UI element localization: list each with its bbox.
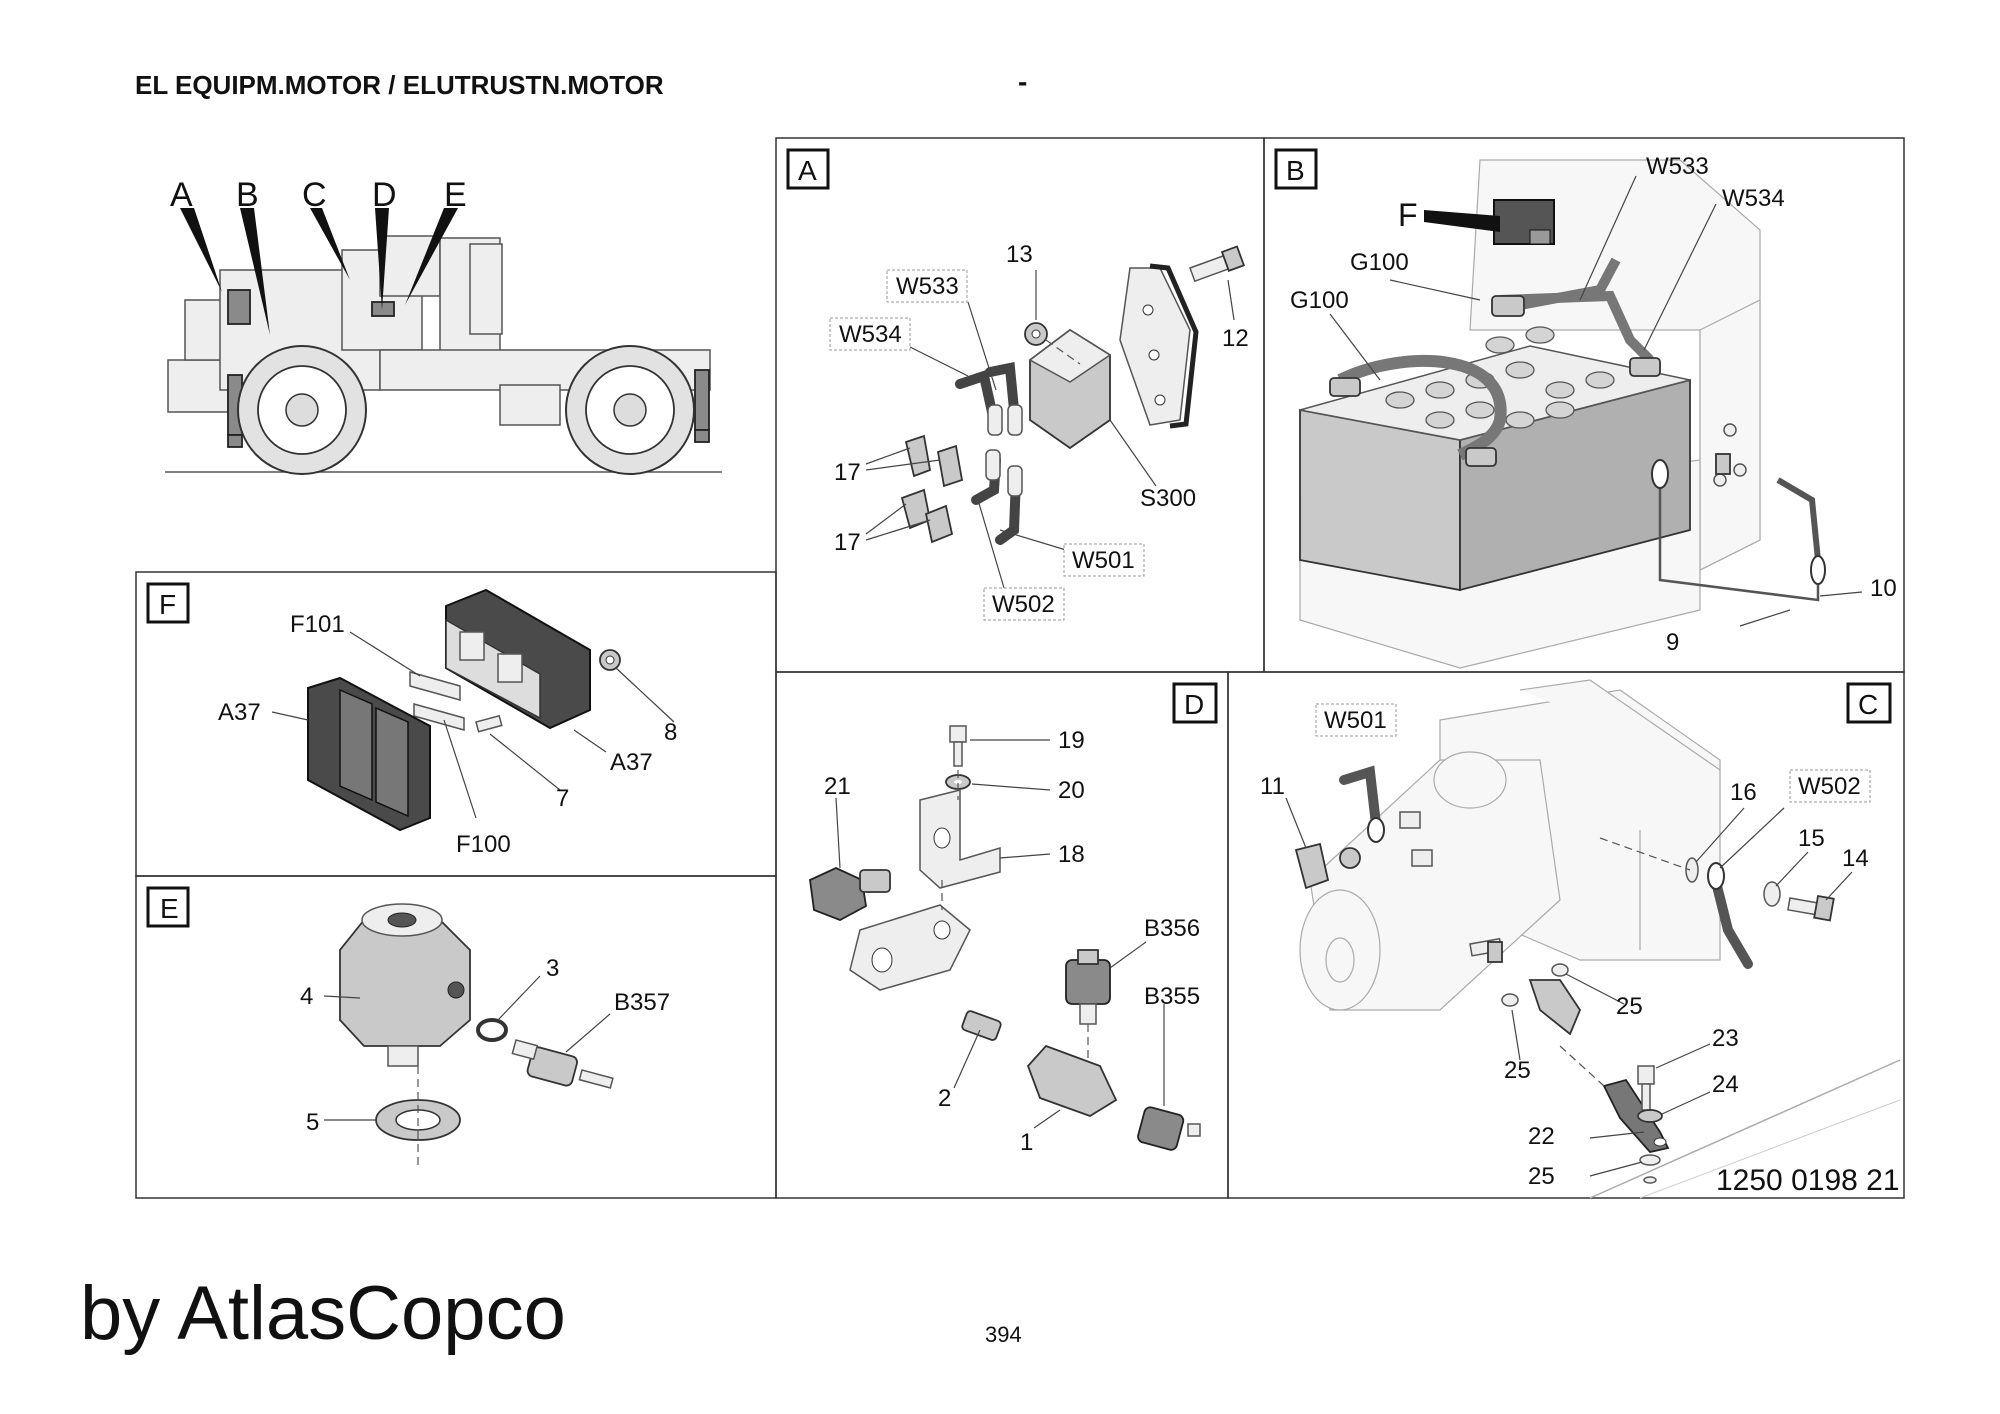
panel-d: D bbox=[809, 682, 1218, 1151]
panel-a: A bbox=[786, 148, 1246, 589]
header-dash: - bbox=[1018, 66, 1028, 97]
svg-text:18: 18 bbox=[1058, 841, 1085, 868]
svg-text:E: E bbox=[444, 176, 467, 214]
panel-f: F bbox=[146, 582, 675, 832]
svg-text:13: 13 bbox=[1006, 241, 1033, 268]
svg-text:25: 25 bbox=[1528, 1163, 1555, 1190]
svg-text:17: 17 bbox=[834, 459, 861, 486]
panel-c-callouts: W501 11 16 W502 15 14 25 25 23 24 22 25 bbox=[1260, 703, 1871, 1190]
svg-text:3: 3 bbox=[546, 955, 559, 982]
svg-text:7: 7 bbox=[556, 785, 569, 812]
svg-text:9: 9 bbox=[1666, 629, 1679, 656]
svg-text:B355: B355 bbox=[1144, 983, 1200, 1010]
svg-text:17: 17 bbox=[834, 529, 861, 556]
svg-text:A37: A37 bbox=[610, 749, 653, 776]
footer-brand: by AtlasCopco bbox=[80, 1271, 566, 1356]
svg-text:5: 5 bbox=[306, 1109, 319, 1136]
svg-text:11: 11 bbox=[1260, 773, 1285, 800]
svg-text:B: B bbox=[236, 176, 259, 214]
svg-text:W501: W501 bbox=[1324, 707, 1387, 734]
svg-text:25: 25 bbox=[1504, 1057, 1531, 1084]
panel-e: E bbox=[146, 886, 614, 1168]
svg-text:15: 15 bbox=[1798, 825, 1825, 852]
page-title: EL EQUIPM.MOTOR / ELUTRUSTN.MOTOR bbox=[135, 70, 664, 100]
panel-a-callouts: 13 W533 W534 12 17 17 S300 W501 W502 bbox=[829, 241, 1249, 621]
svg-text:B356: B356 bbox=[1144, 915, 1200, 942]
svg-text:D: D bbox=[1184, 689, 1204, 720]
svg-text:A: A bbox=[170, 176, 193, 214]
svg-text:24: 24 bbox=[1712, 1071, 1739, 1098]
svg-text:F: F bbox=[159, 589, 176, 620]
svg-text:W533: W533 bbox=[1646, 153, 1709, 180]
panel-d-callouts: 19 20 21 18 B356 B355 2 1 bbox=[824, 727, 1200, 1156]
panel-c: C bbox=[1285, 679, 1901, 1199]
panel-b: B bbox=[1274, 148, 1863, 669]
svg-text:W502: W502 bbox=[992, 591, 1055, 618]
svg-text:W534: W534 bbox=[1722, 185, 1785, 212]
svg-text:25: 25 bbox=[1616, 993, 1643, 1020]
drawing-number: 1250 0198 21 bbox=[1716, 1164, 1900, 1197]
svg-text:B357: B357 bbox=[614, 989, 670, 1016]
svg-text:12: 12 bbox=[1222, 325, 1249, 352]
svg-text:21: 21 bbox=[824, 773, 851, 800]
svg-text:S300: S300 bbox=[1140, 485, 1196, 512]
svg-text:4: 4 bbox=[300, 983, 313, 1010]
svg-text:14: 14 bbox=[1842, 845, 1869, 872]
svg-text:20: 20 bbox=[1058, 777, 1085, 804]
svg-text:19: 19 bbox=[1058, 727, 1085, 754]
overview-callouts: A B C D E bbox=[170, 176, 467, 214]
page-number: 394 bbox=[985, 1322, 1022, 1347]
svg-text:23: 23 bbox=[1712, 1025, 1739, 1052]
svg-text:F101: F101 bbox=[290, 611, 345, 638]
panel-b-callouts: W533 W534 F G100 G100 10 9 bbox=[1290, 153, 1897, 656]
panel-e-callouts: 4 3 B357 5 bbox=[300, 955, 670, 1136]
svg-text:F100: F100 bbox=[456, 831, 511, 858]
svg-text:W502: W502 bbox=[1798, 773, 1861, 800]
svg-text:C: C bbox=[1858, 689, 1878, 720]
svg-text:G100: G100 bbox=[1290, 287, 1349, 314]
svg-text:22: 22 bbox=[1528, 1123, 1555, 1150]
svg-text:1: 1 bbox=[1020, 1129, 1033, 1156]
svg-text:2: 2 bbox=[938, 1085, 951, 1112]
svg-text:G100: G100 bbox=[1350, 249, 1409, 276]
overview-truck bbox=[165, 208, 722, 475]
svg-text:16: 16 bbox=[1730, 779, 1757, 806]
svg-text:E: E bbox=[160, 893, 179, 924]
svg-text:10: 10 bbox=[1870, 575, 1897, 602]
panel-f-callouts: F101 A37 8 A37 7 F100 bbox=[218, 611, 677, 858]
svg-text:D: D bbox=[372, 176, 397, 214]
svg-text:C: C bbox=[302, 176, 327, 214]
svg-text:F: F bbox=[1398, 197, 1418, 233]
svg-text:8: 8 bbox=[664, 719, 677, 746]
svg-text:A: A bbox=[798, 155, 817, 186]
svg-text:W501: W501 bbox=[1072, 547, 1135, 574]
svg-text:W534: W534 bbox=[839, 321, 902, 348]
svg-text:W533: W533 bbox=[896, 273, 959, 300]
svg-text:A37: A37 bbox=[218, 699, 261, 726]
svg-text:B: B bbox=[1286, 155, 1305, 186]
panel-frames bbox=[135, 137, 1905, 1199]
